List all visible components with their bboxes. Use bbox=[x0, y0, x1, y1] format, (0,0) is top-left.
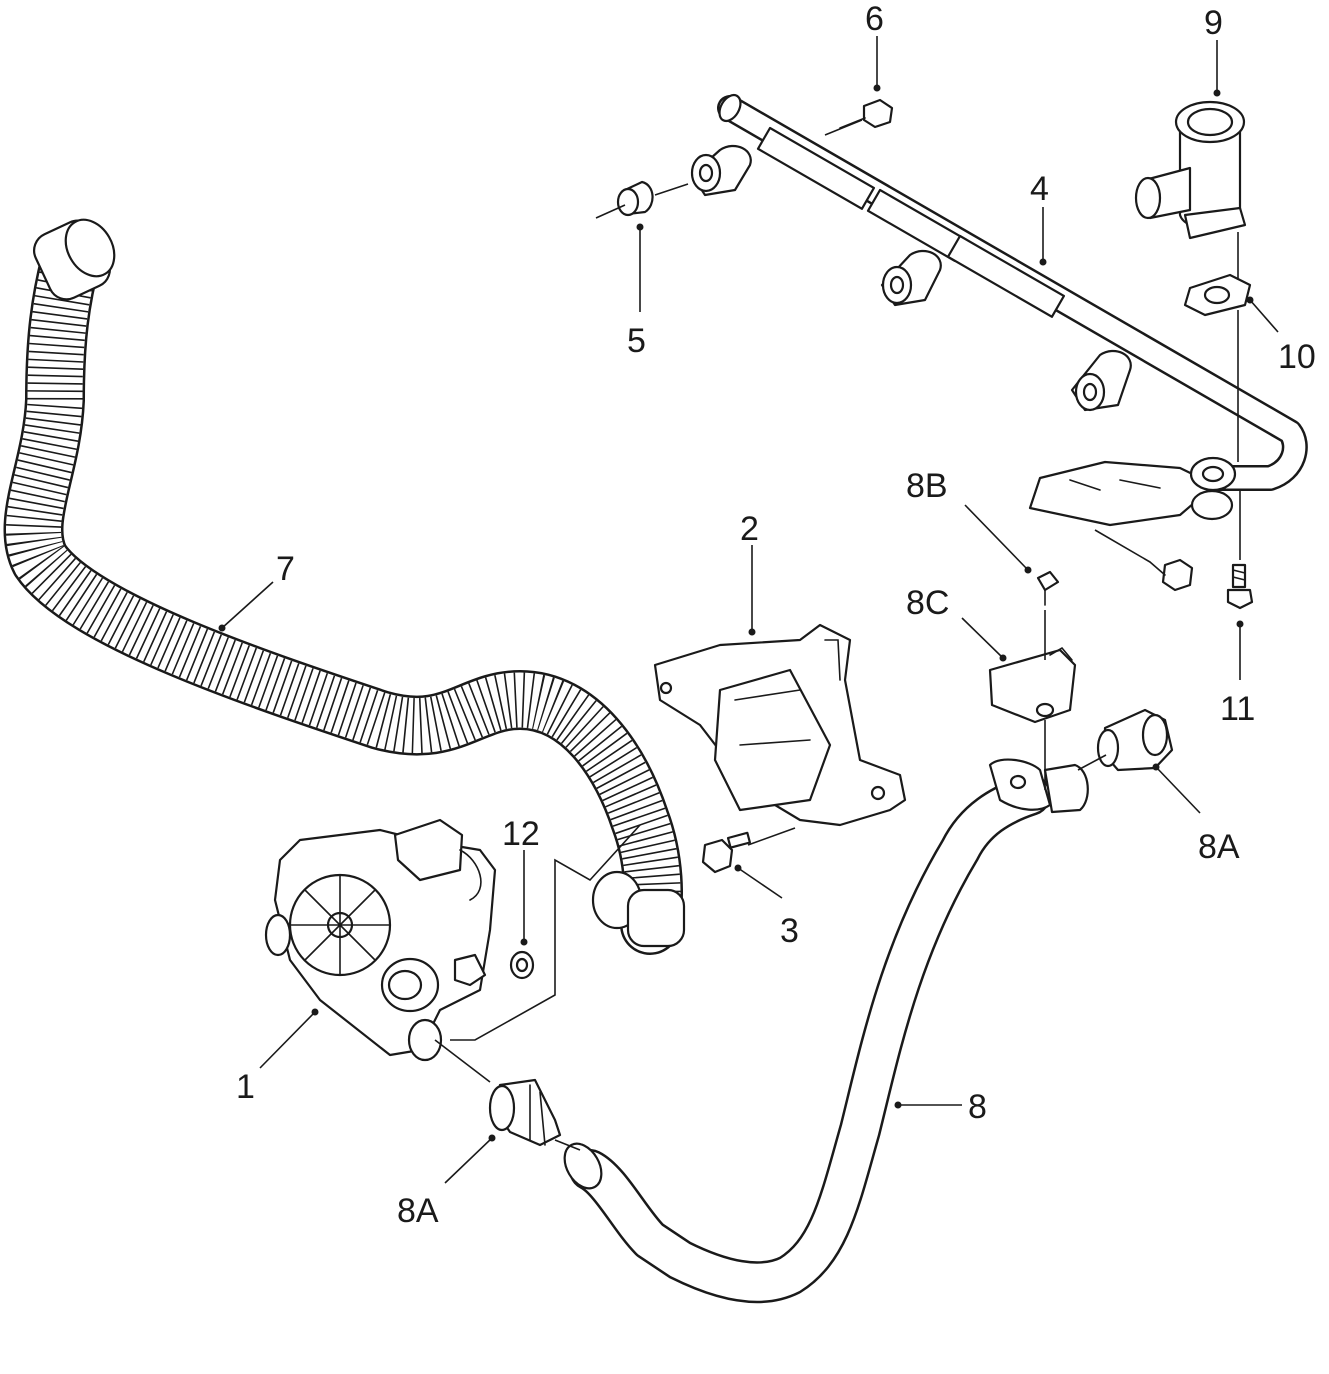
assembly-outline bbox=[450, 824, 641, 1041]
air-rail-4 bbox=[690, 93, 1308, 527]
callout-6: 6 bbox=[865, 0, 884, 38]
pipe-8 bbox=[563, 758, 1089, 1304]
callout-labels: 1 2 3 4 5 6 7 8 8A 8A 8B 8C 9 10 11 12 bbox=[236, 0, 1316, 1230]
callout-11: 11 bbox=[1220, 690, 1255, 728]
gasket-10 bbox=[1183, 273, 1252, 317]
callout-8: 8 bbox=[968, 1088, 987, 1126]
air-pump-1 bbox=[264, 818, 497, 1062]
check-valve-9 bbox=[1134, 100, 1247, 240]
rail-flange-1 bbox=[690, 144, 752, 197]
rail-bracket bbox=[1028, 460, 1217, 527]
callout-8a-right: 8A bbox=[1198, 828, 1240, 866]
nut-12 bbox=[509, 950, 535, 980]
callout-8c: 8C bbox=[906, 584, 949, 622]
connector-8a-right bbox=[1096, 708, 1174, 772]
sensor-8c bbox=[988, 646, 1077, 724]
bracket-bolt bbox=[1149, 558, 1194, 592]
cap-5 bbox=[616, 180, 654, 217]
connector-8a-left bbox=[488, 1078, 562, 1147]
callout-7: 7 bbox=[276, 550, 295, 588]
corrugated-hose-7 bbox=[3, 218, 686, 955]
callout-10: 10 bbox=[1278, 338, 1316, 376]
callout-3: 3 bbox=[780, 912, 799, 950]
rail-flange-2 bbox=[880, 249, 942, 307]
screw-8b bbox=[1036, 570, 1060, 606]
callout-8a-left: 8A bbox=[397, 1192, 439, 1230]
bolt-3 bbox=[701, 831, 752, 874]
rail-flange-3 bbox=[1070, 349, 1132, 412]
bracket-2 bbox=[653, 623, 907, 827]
bolt-11 bbox=[1226, 563, 1254, 610]
leader-lines bbox=[218, 36, 1279, 1184]
callout-9: 9 bbox=[1204, 4, 1223, 42]
callout-1: 1 bbox=[236, 1068, 255, 1106]
bolt-6 bbox=[839, 98, 894, 129]
callout-5: 5 bbox=[627, 322, 646, 360]
callout-8b: 8B bbox=[906, 467, 948, 505]
callout-4: 4 bbox=[1030, 170, 1049, 208]
callout-12: 12 bbox=[502, 815, 540, 853]
callout-2: 2 bbox=[740, 510, 759, 548]
